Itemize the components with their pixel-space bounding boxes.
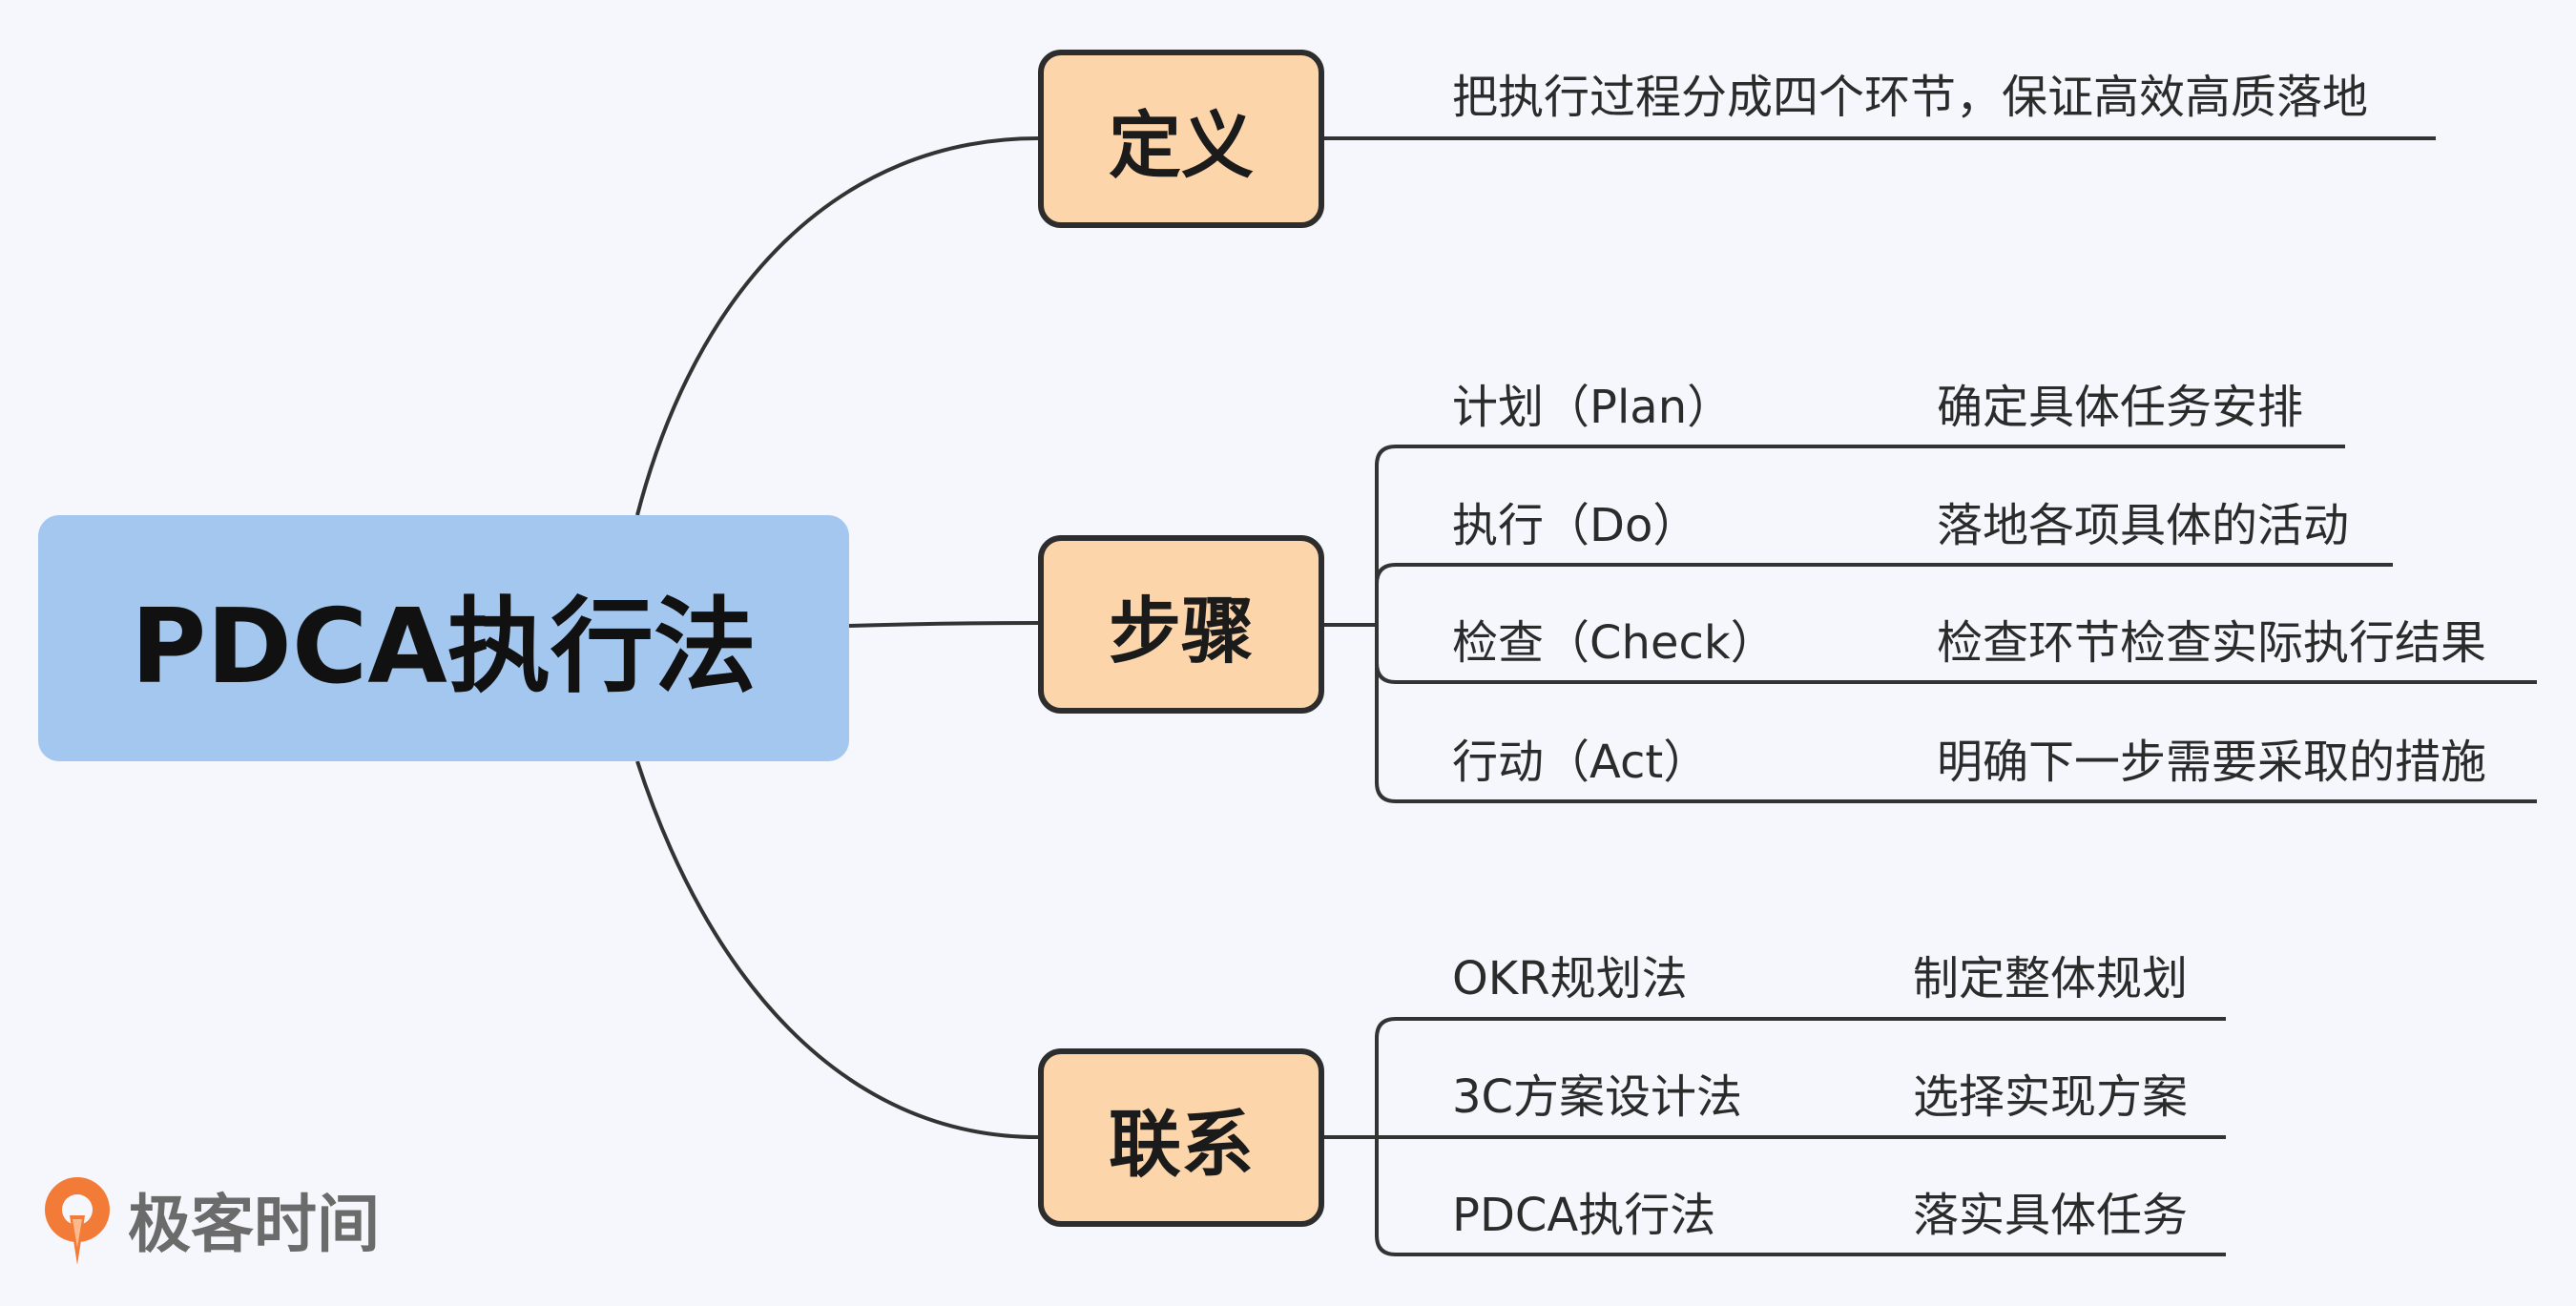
relation-desc: 制定整体规划 [1913, 952, 2189, 1005]
branch-relations: 联系 [1038, 1048, 1324, 1227]
connector-root-definition [635, 136, 1039, 516]
relation-name: PDCA执行法 [1452, 1189, 1716, 1242]
step-name: 计划（Plan） [1452, 381, 1734, 434]
step-name: 行动（Act） [1452, 736, 1710, 789]
branch-definition: 定义 [1038, 50, 1324, 228]
logo: 极客时间 [36, 1171, 380, 1267]
steps-do-line [1375, 563, 2393, 585]
connector-root-steps [848, 621, 1039, 628]
step-desc: 检查环节检查实际执行结果 [1937, 616, 2487, 670]
relation-desc: 落实具体任务 [1913, 1189, 2189, 1242]
geektime-logo-icon [45, 1177, 110, 1265]
step-desc: 确定具体任务安排 [1937, 381, 2304, 434]
connector-root-relations [635, 760, 1039, 1139]
relation-desc: 选择实现方案 [1913, 1070, 2189, 1124]
step-desc: 明确下一步需要采取的措施 [1937, 736, 2487, 789]
steps-check-line [1375, 662, 2537, 684]
step-name: 执行（Do） [1452, 499, 1699, 552]
relation-name: OKR规划法 [1452, 952, 1688, 1005]
definition-text: 把执行过程分成四个环节，保证高效高质落地 [1452, 71, 2369, 124]
root-node: PDCA执行法 [38, 515, 849, 761]
logo-text: 极客时间 [128, 1188, 380, 1261]
steps-bracket [1375, 445, 1397, 803]
step-desc: 落地各项具体的活动 [1937, 499, 2350, 552]
branch-steps: 步骤 [1038, 535, 1324, 714]
step-name: 检查（Check） [1452, 616, 1776, 670]
relation-name: 3C方案设计法 [1452, 1070, 1743, 1124]
